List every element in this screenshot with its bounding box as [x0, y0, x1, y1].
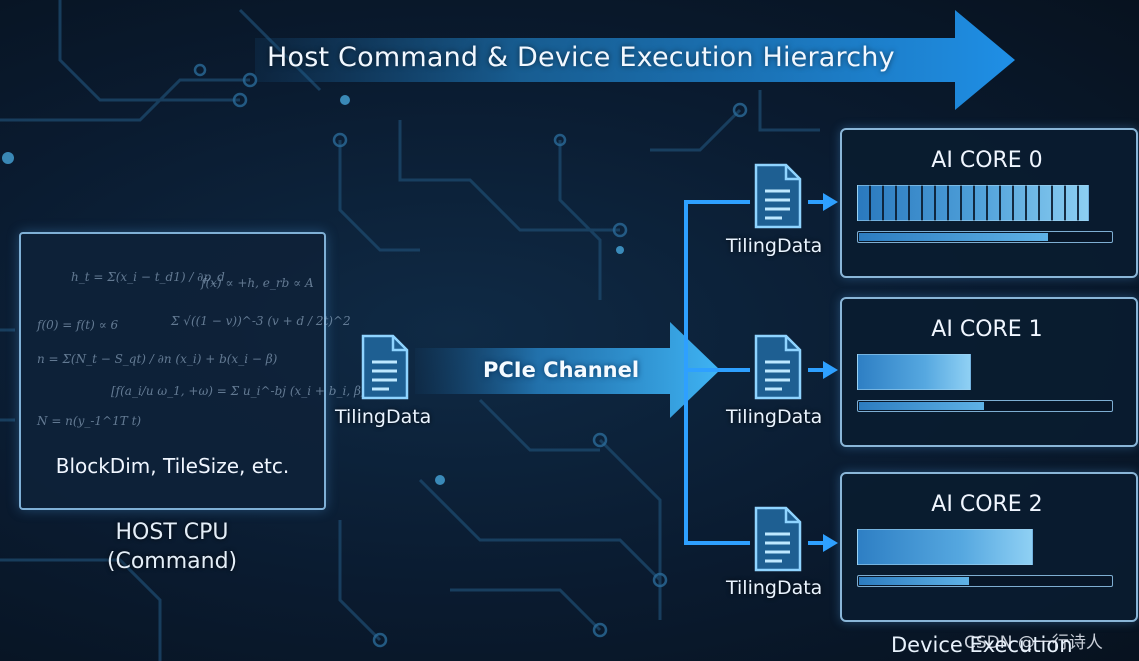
ai-core-title: AI CORE 2 — [931, 492, 1043, 517]
tiling-data-label: TilingData — [726, 235, 823, 257]
document-icon — [754, 506, 802, 572]
ai-core-title: AI CORE 0 — [931, 148, 1043, 173]
core-progress-fill — [859, 402, 984, 410]
pcie-arrow — [415, 322, 720, 418]
title-arrow — [255, 10, 1015, 110]
connector-core2 — [684, 370, 750, 545]
document-icon — [361, 334, 409, 400]
equation: N = n(y_-1^1T t) — [37, 414, 142, 428]
watermark: CSDN @一行诗人 — [964, 633, 1103, 653]
document-icon — [754, 334, 802, 400]
document-icon — [754, 163, 802, 229]
pcie-channel-label: PCIe Channel — [483, 358, 640, 382]
connector-core0 — [684, 200, 750, 372]
ai-core-title: AI CORE 1 — [931, 317, 1043, 342]
equation: n = Σ(N_t − S_qt) / ∂n (x_i) + b(x_i − β… — [37, 352, 278, 366]
core-load-fill — [857, 529, 1034, 565]
ai-core-panel-0: AI CORE 0 — [840, 128, 1138, 278]
core-load-fill — [857, 185, 1089, 221]
host-cpu-panel: h_t = Σ(x_i − t_d1) / ∂p_d f(x) ∝ +h, e_… — [19, 232, 388, 510]
equation: f(x) ∝ +h, e_rb ∝ A — [201, 276, 314, 290]
tiling-data-label: TilingData — [726, 406, 823, 428]
host-cpu-subtitle: (Command) — [106, 549, 238, 574]
equation: f(0) = f(t) ∝ 6 — [37, 318, 119, 332]
host-cpu-title: HOST CPU — [115, 520, 229, 545]
tiling-data-label: TilingData — [726, 577, 823, 599]
core-progress-fill — [859, 577, 969, 585]
host-params-text: BlockDim, TileSize, etc. — [55, 454, 290, 478]
core-progress-track — [857, 231, 1113, 243]
ai-core-panel-1: AI CORE 1 — [840, 297, 1138, 447]
core-load-fill — [857, 354, 971, 390]
equation: Σ √((1 − v))^-3 (v + d / 2t)^2 — [171, 314, 351, 328]
equation: h_t = Σ(x_i − t_d1) / ∂p_d — [71, 270, 225, 284]
tiling-data-label: TilingData — [335, 406, 432, 428]
ai-core-panel-2: AI CORE 2 — [840, 472, 1138, 622]
core-load-bar — [857, 354, 1089, 390]
arrowhead-core1 — [823, 361, 838, 379]
core-progress-track — [857, 575, 1113, 587]
device-execution-label: Device Execution — [891, 633, 1073, 657]
arrowhead-core2 — [823, 534, 838, 552]
diagram-title: Host Command & Device Execution Hierarch… — [267, 42, 895, 73]
host-cpu-label: HOST CPU (Command) — [82, 518, 262, 576]
core-load-bar — [857, 529, 1089, 565]
core-load-bar — [857, 185, 1089, 221]
arrowhead-core0 — [823, 193, 838, 211]
equation: [f(a_i/u ω_1, +ω) = Σ u_i^-bj (x_i + b_i… — [111, 384, 388, 398]
core-progress-fill — [859, 233, 1048, 241]
core-progress-track — [857, 400, 1113, 412]
